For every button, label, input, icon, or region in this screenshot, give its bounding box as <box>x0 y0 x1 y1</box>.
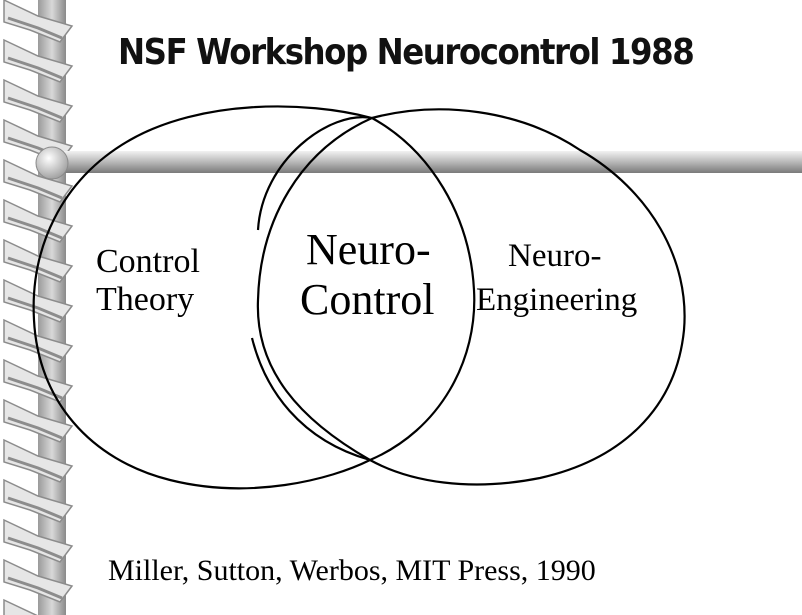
neuro-engineering-label-line2: Engineering <box>476 282 638 318</box>
neurocontrol-label-line2: Control <box>300 274 435 324</box>
neurocontrol-label: Neuro- Control <box>300 225 434 324</box>
neuro-engineering-label-line1: Neuro- <box>508 238 602 274</box>
spiral-link-shadow <box>7 496 63 520</box>
control-theory-label-line1: Control <box>96 243 200 280</box>
control-theory-label-line2: Theory <box>96 281 195 319</box>
spiral-link <box>3 518 74 563</box>
spiral-link <box>3 558 74 603</box>
spiral-binding-decoration <box>3 0 74 615</box>
intersection-boundary <box>369 117 476 462</box>
spiral-link <box>3 438 74 483</box>
spiral-link <box>3 358 74 403</box>
spiral-link <box>3 318 74 363</box>
spiral-link <box>3 598 38 615</box>
control-theory-label: Control Theory <box>96 243 200 319</box>
venn-diagram <box>32 105 686 490</box>
spiral-link-shadow <box>7 416 63 440</box>
spiral-link-shadow <box>7 576 63 600</box>
horizontal-rule-decoration <box>60 151 802 173</box>
spiral-link-shadow <box>7 56 63 80</box>
rule-knob-decoration <box>35 146 69 180</box>
spiral-link <box>3 158 74 203</box>
neurocontrol-label-line1: Neuro- <box>306 225 431 274</box>
spiral-link <box>3 78 74 123</box>
spiral-link-shadow <box>7 536 63 560</box>
spiral-link-shadow <box>7 296 63 320</box>
citation-text: Miller, Sutton, Werbos, MIT Press, 1990 <box>108 554 596 587</box>
spiral-link-shadow <box>7 176 63 200</box>
spiral-link-shadow <box>7 16 63 40</box>
spiral-link <box>3 278 74 323</box>
spiral-link-shadow <box>7 456 63 480</box>
spiral-link <box>3 478 74 523</box>
neuro-engineering-circle <box>256 108 686 486</box>
spiral-link-shadow <box>7 96 63 120</box>
slide-title: NSF Workshop Neurocontrol 1988 <box>118 32 695 73</box>
spiral-link <box>3 398 74 443</box>
spiral-link <box>3 38 74 83</box>
spiral-link <box>3 198 74 243</box>
spiral-link <box>3 0 74 43</box>
spiral-link-shadow <box>7 216 63 240</box>
